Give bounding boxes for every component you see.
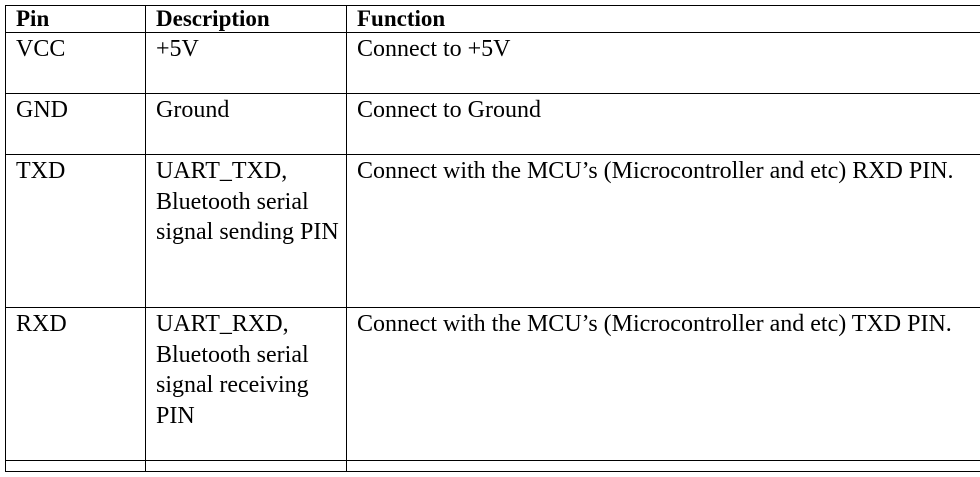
pin-cell: VCC <box>5 32 146 94</box>
pin-function: Connect to Ground <box>357 97 541 123</box>
pin-name: GND <box>16 97 68 123</box>
pin-description: UART_RXD, Bluetooth serial signal receiv… <box>156 311 309 429</box>
function-cell <box>346 460 980 472</box>
function-cell: Connect to Ground <box>346 93 980 155</box>
table-row: RXD UART_RXD, Bluetooth serial signal re… <box>5 307 980 461</box>
description-cell: +5V <box>145 32 347 94</box>
pin-name: TXD <box>16 158 66 184</box>
function-cell: Connect to +5V <box>346 32 980 94</box>
pin-description: UART_TXD, Bluetooth serial signal sendin… <box>156 158 339 245</box>
pin-function: Connect to +5V <box>357 36 511 62</box>
pin-function: Connect with the MCU’s (Microcontroller … <box>357 311 952 337</box>
description-cell: UART_RXD, Bluetooth serial signal receiv… <box>145 307 347 461</box>
description-cell: UART_TXD, Bluetooth serial signal sendin… <box>145 154 347 308</box>
table-row: VCC +5V Connect to +5V <box>5 32 980 94</box>
pin-function: Connect with the MCU’s (Microcontroller … <box>357 158 954 184</box>
table-row: GND Ground Connect to Ground <box>5 93 980 155</box>
description-cell <box>145 460 347 472</box>
pin-description: Ground <box>156 97 230 123</box>
header-function: Function <box>346 5 980 33</box>
function-cell: Connect with the MCU’s (Microcontroller … <box>346 307 980 461</box>
table-row: TXD UART_TXD, Bluetooth serial signal se… <box>5 154 980 308</box>
pin-cell <box>5 460 146 472</box>
pin-cell: GND <box>5 93 146 155</box>
header-row: Pin Description Function <box>5 5 980 33</box>
pin-name: RXD <box>16 311 67 337</box>
description-cell: Ground <box>145 93 347 155</box>
header-description: Description <box>145 5 347 33</box>
pin-cell: RXD <box>5 307 146 461</box>
pin-table: Pin Description Function VCC +5V Connect… <box>5 5 980 472</box>
pin-cell: TXD <box>5 154 146 308</box>
function-cell: Connect with the MCU’s (Microcontroller … <box>346 154 980 308</box>
pin-name: VCC <box>16 36 66 62</box>
header-pin: Pin <box>5 5 146 33</box>
table-row-partial <box>5 460 980 472</box>
pin-description: +5V <box>156 36 199 62</box>
